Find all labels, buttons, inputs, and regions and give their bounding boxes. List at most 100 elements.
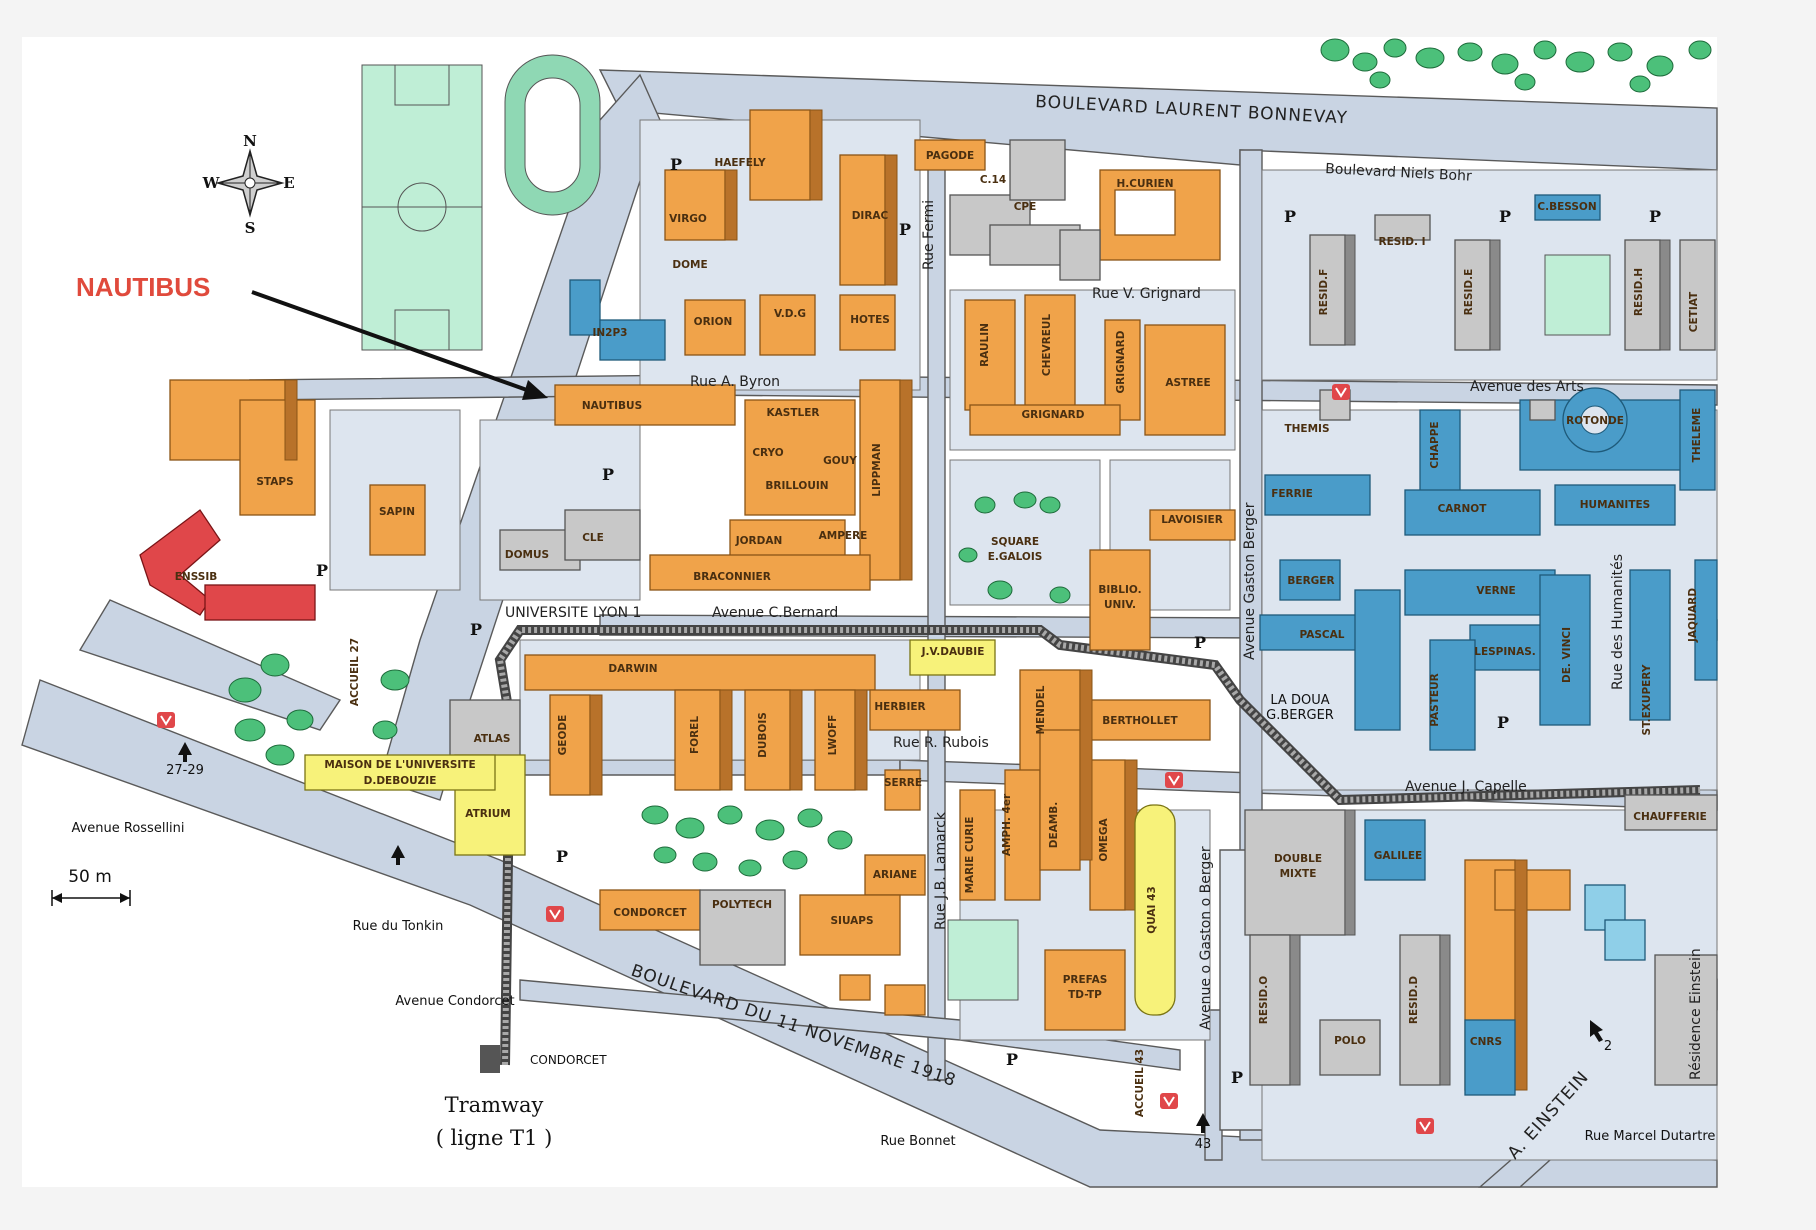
road-grignard: Rue V. Grignard [1092,286,1201,302]
label-galilee: GALILEE [1374,850,1422,862]
label-jaquard: JAQUARD [1687,588,1699,643]
label-c14: C.14 [980,174,1006,186]
metro-marker [1160,1093,1178,1109]
lightgreen-blocks [947,254,1611,1001]
rotonde [1562,387,1628,453]
label-kastler: KASTLER [767,407,820,419]
label-herbier: HERBIER [874,701,925,713]
label-double1: DOUBLE [1274,853,1322,865]
label-biblio2: UNIV. [1104,599,1136,611]
label-dome: DOME [672,259,707,271]
parking-3: P [602,465,614,484]
compass-w: W [202,174,221,192]
compass-icon [215,148,285,218]
label-grignard-v: GRIGNARD [1115,330,1127,393]
label-geode: GEODE [557,715,569,756]
tram-stop-condorcet: CONDORCET [530,1053,607,1067]
label-vdg: V.D.G [774,308,806,320]
label-accueil27: ACCUEIL 27 [349,638,361,706]
road-rossellini: Avenue Rossellini [71,821,184,836]
label-humanites: HUMANITES [1580,499,1650,511]
label-square1: SQUARE [991,536,1039,548]
access-2729: 27-29 [166,763,204,778]
label-astree: ASTREE [1165,377,1210,389]
label-enssib: ENSSIB [175,571,218,583]
label-raulin: RAULIN [979,323,991,367]
label-cle: CLE [582,532,604,544]
label-pasteur: PASTEUR [1429,673,1441,726]
label-cryo: CRYO [752,447,783,459]
label-accueil43: ACCUEIL 43 [1134,1049,1146,1117]
tramway-line2: ( ligne T1 ) [436,1126,553,1150]
label-biblio1: BIBLIO. [1098,584,1141,596]
label-gouy: GOUY [823,455,857,467]
parking-13: P [1231,1068,1243,1087]
label-in2p3: IN2P3 [592,327,627,339]
label-stexupery: ST.EXUPERY [1641,664,1653,735]
parking-1: P [670,155,682,174]
parking-11: P [1649,207,1661,226]
parking-10: P [1499,207,1511,226]
label-resid1: RESID. I [1379,236,1426,248]
label-sapin: SAPIN [379,506,415,518]
access-43: 43 [1195,1137,1212,1152]
blue-buildings [569,194,1718,1096]
yellow-buildings [304,639,1176,1016]
access-arrows [178,742,1603,1133]
road-univ-lyon: UNIVERSITE LYON 1 [505,605,641,621]
road-arts: Avenue des Arts [1470,379,1584,395]
label-cbesson: C.BESSON [1537,201,1596,213]
callout-label: NAUTIBUS [76,272,210,302]
label-mendel: MENDEL [1035,685,1047,734]
road-tonkin-text: Rue du Tonkin [353,919,444,934]
la-doua: LA DOUA [1270,693,1329,708]
metro-marker [1416,1118,1434,1134]
scale-label: 50 m [68,867,112,887]
road-capelle: Avenue J. Capelle [1405,779,1527,795]
label-siuaps: SIUAPS [830,915,873,927]
parking-4: P [316,561,328,580]
label-cetiat: CETIAT [1688,291,1700,332]
label-domus: DOMUS [505,549,549,561]
enssib-building [139,509,316,621]
label-virgo: VIRGO [669,213,707,225]
grey-buildings [449,139,1718,1086]
label-reside: RESID.E [1463,269,1475,316]
label-lespinas: LESPINAS. [1474,646,1536,658]
label-polo: POLO [1334,1035,1366,1047]
orange-shadows [284,109,1528,1091]
parking-9: P [1284,207,1296,226]
label-staps: STAPS [256,476,293,488]
metro-marker [157,712,175,728]
label-cpe: CPE [1014,201,1037,213]
label-theleme: THELEME [1691,408,1703,463]
label-orion: ORION [694,316,733,328]
running-track [504,54,601,216]
compass-s: S [245,219,256,237]
label-ariane: ARIANE [873,869,917,881]
label-berger: BERGER [1287,575,1334,587]
label-lwoff: LWOFF [827,715,839,756]
parking-12: P [1497,713,1509,732]
label-darwin: DARWIN [608,663,657,675]
callout-arrowhead [522,380,548,400]
scale-bar: 50 m [51,867,131,906]
label-chevreul: CHEVREUL [1041,314,1053,377]
label-deambu: DEAMB. [1048,802,1060,848]
label-dirac: DIRAC [852,210,889,222]
label-atlas: ATLAS [474,733,511,745]
sports-field [361,64,483,351]
label-dubois: DUBOIS [757,712,769,758]
tramway-line1: Tramway [445,1093,544,1117]
label-amph: AMPH. 4er [1001,793,1013,856]
label-serre: SERRE [884,777,922,789]
building-labels: HAEFELY VIRGO DOME DIRAC ORION V.D.G HOT… [175,150,1707,1117]
label-carnot: CARNOT [1438,503,1488,515]
label-lavoisier: LAVOISIER [1161,514,1223,526]
metro-markers [157,384,1434,1134]
parking-2: P [899,220,911,239]
road-fermi: Rue Fermi [921,200,937,270]
parking-labels: P P P P P P P P P P P P P [316,155,1661,1087]
parking-8: P [1194,633,1206,652]
